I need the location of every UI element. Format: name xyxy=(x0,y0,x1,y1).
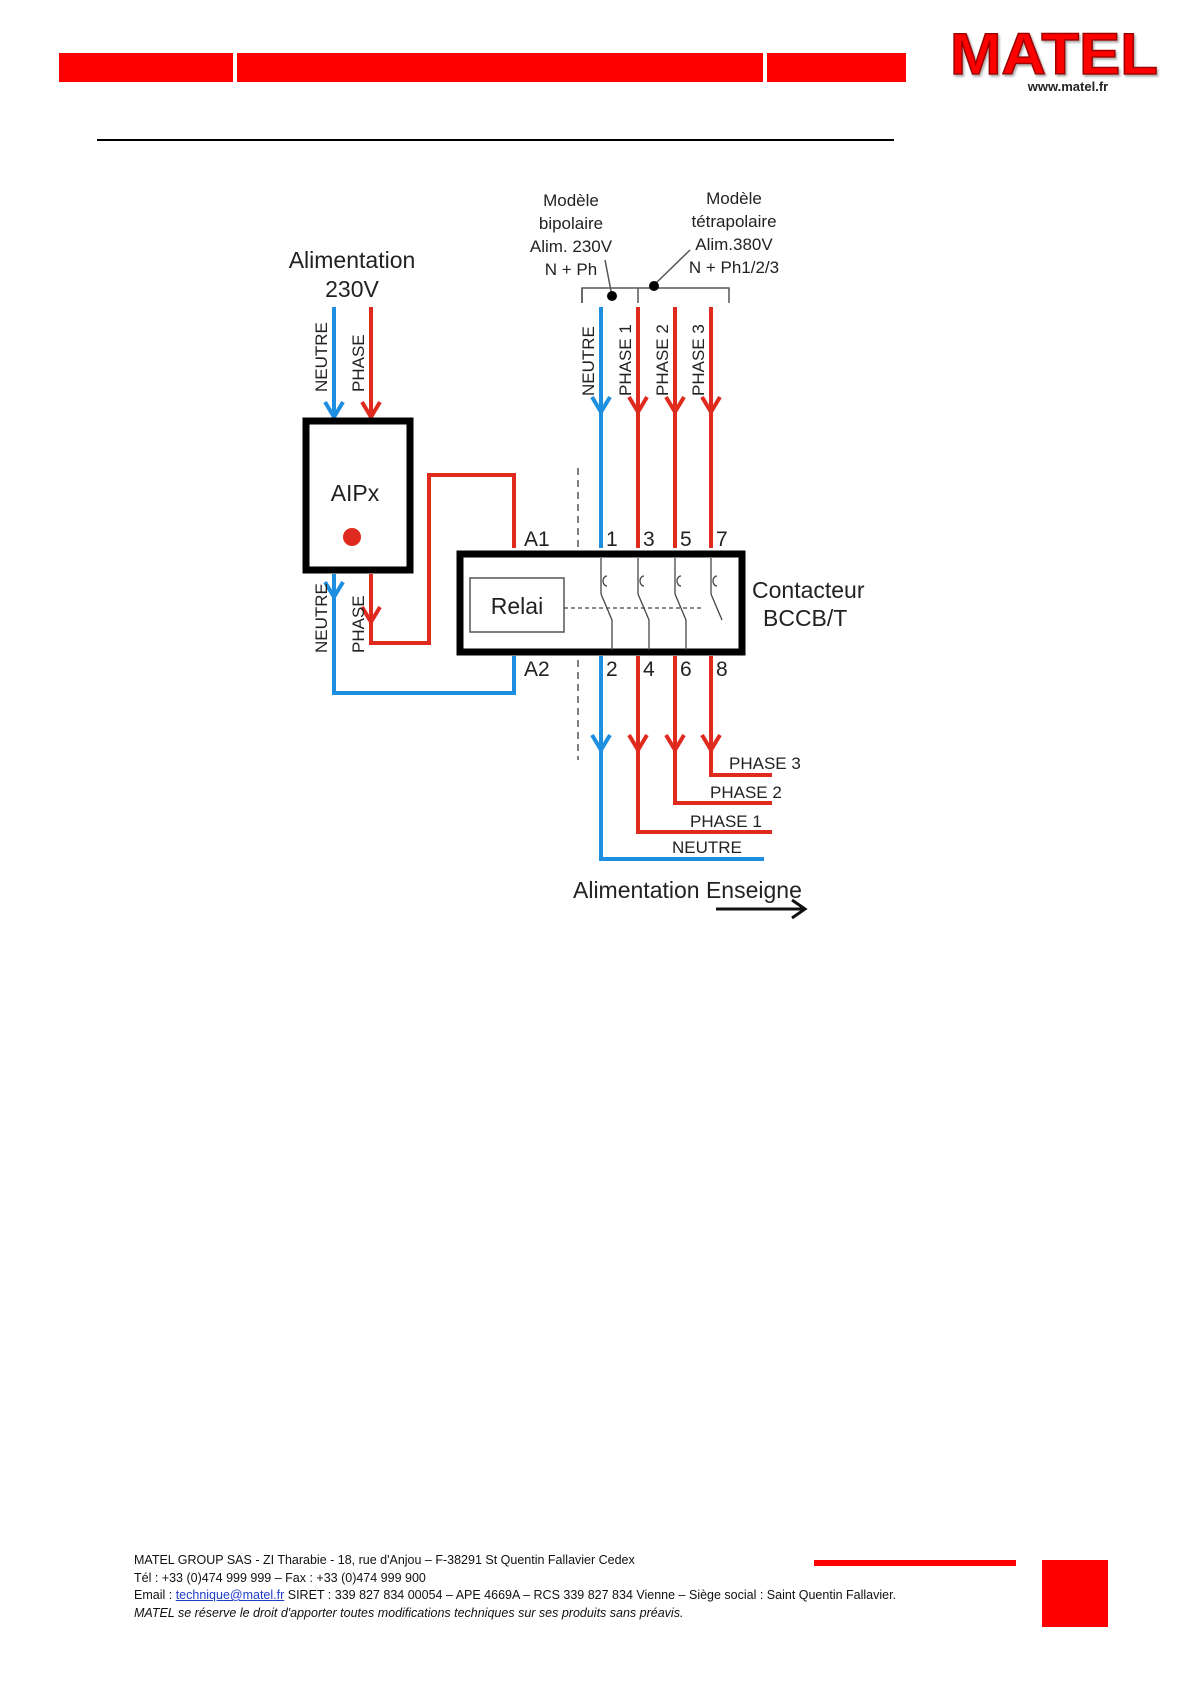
header-rule xyxy=(97,139,894,141)
tetrapolaire-line1: Modèle xyxy=(706,189,762,208)
bipolaire-line4: N + Ph xyxy=(545,260,597,279)
terminal-a2: A2 xyxy=(524,658,550,681)
tetrapolaire-line2: tétrapolaire xyxy=(691,212,776,231)
aipx-label: AIPx xyxy=(331,480,380,506)
contacteur-line1: Contacteur xyxy=(752,577,865,603)
footer-email-link[interactable]: technique@matel.fr xyxy=(175,1588,285,1602)
aipx-indicator-led xyxy=(343,528,361,546)
out-neutre-wire xyxy=(590,656,764,861)
aipx-box xyxy=(302,417,414,574)
alimentation-title-line1: Alimentation xyxy=(289,247,416,273)
out-phase2-wire xyxy=(664,656,772,805)
terminal-4: 4 xyxy=(643,658,655,681)
top-neutre-label: NEUTRE xyxy=(579,326,598,396)
footer-email-line: Email : technique@matel.fr SIRET : 339 8… xyxy=(134,1587,896,1605)
aipx-out-phase-label: PHASE xyxy=(349,595,368,653)
top-phase2-wire xyxy=(664,307,686,548)
header-bar-left xyxy=(59,53,233,82)
top-phase2-label: PHASE 2 xyxy=(653,324,672,396)
footer-red-line xyxy=(814,1560,1016,1566)
aipx-out-phase-wire xyxy=(360,473,516,645)
terminal-2: 2 xyxy=(606,658,618,681)
terminal-6: 6 xyxy=(680,658,692,681)
logo-text: MATEL xyxy=(950,28,1158,87)
out-phase3-wire xyxy=(700,656,772,777)
top-phase3-label: PHASE 3 xyxy=(689,324,708,396)
input-phase-wire xyxy=(360,307,382,421)
matel-logo: MATEL www.matel.fr xyxy=(949,28,1159,94)
tetrapolaire-bracket-dot xyxy=(649,281,659,291)
terminal-5: 5 xyxy=(680,528,692,551)
out-phase1-wire xyxy=(627,656,772,834)
top-phase3-wire xyxy=(700,307,722,548)
aipx-out-neutre-wire xyxy=(323,574,516,695)
bipolaire-bracket-dot xyxy=(607,291,617,301)
top-neutre-wire xyxy=(590,307,612,548)
alimentation-title-line2: 230V xyxy=(325,276,379,302)
input-phase-label: PHASE xyxy=(349,334,368,392)
header-bar-middle xyxy=(237,53,763,82)
contact-switches xyxy=(564,558,723,650)
bipolaire-line2: bipolaire xyxy=(539,214,603,233)
footer-email-prefix: Email : xyxy=(134,1588,176,1602)
footer-address: MATEL GROUP SAS - ZI Tharabie - 18, rue … xyxy=(134,1553,635,1567)
out-neutre-label: NEUTRE xyxy=(672,838,742,857)
bipolaire-line3: Alim. 230V xyxy=(530,237,613,256)
terminal-7: 7 xyxy=(716,528,728,551)
top-phase1-wire xyxy=(627,307,649,548)
out-phase1-label: PHASE 1 xyxy=(690,812,762,831)
header-bar-right xyxy=(767,53,906,82)
out-phase2-label: PHASE 2 xyxy=(710,783,782,802)
aipx-out-neutre-label: NEUTRE xyxy=(312,583,331,653)
top-phase1-label: PHASE 1 xyxy=(616,324,635,396)
footer-phone: Tél : +33 (0)474 999 999 – Fax : +33 (0)… xyxy=(134,1570,426,1585)
tetrapolaire-line3: Alim.380V xyxy=(695,235,773,254)
contacteur-line2: BCCB/T xyxy=(763,605,847,631)
terminal-1: 1 xyxy=(606,528,618,551)
tetrapolaire-line4: N + Ph1/2/3 xyxy=(689,258,779,277)
relai-box xyxy=(469,577,565,633)
terminal-3: 3 xyxy=(643,528,655,551)
output-title: Alimentation Enseigne xyxy=(573,877,802,903)
footer-red-square xyxy=(1042,1560,1108,1627)
output-arrow-icon xyxy=(716,898,808,920)
input-neutre-label: NEUTRE xyxy=(312,322,331,392)
footer-disclaimer: MATEL se réserve le droit d'apporter tou… xyxy=(134,1605,684,1620)
terminal-8: 8 xyxy=(716,658,728,681)
footer-siret: SIRET : 339 827 834 00054 – APE 4669A – … xyxy=(284,1588,897,1602)
input-neutre-wire xyxy=(323,307,345,421)
footer-text: MATEL GROUP SAS - ZI Tharabie - 18, rue … xyxy=(134,1552,896,1622)
website-text: www.matel.fr xyxy=(1027,79,1108,94)
out-phase3-label: PHASE 3 xyxy=(729,754,801,773)
relai-label: Relai xyxy=(491,593,543,619)
bipolaire-line1: Modèle xyxy=(543,191,599,210)
terminal-a1: A1 xyxy=(524,528,550,551)
